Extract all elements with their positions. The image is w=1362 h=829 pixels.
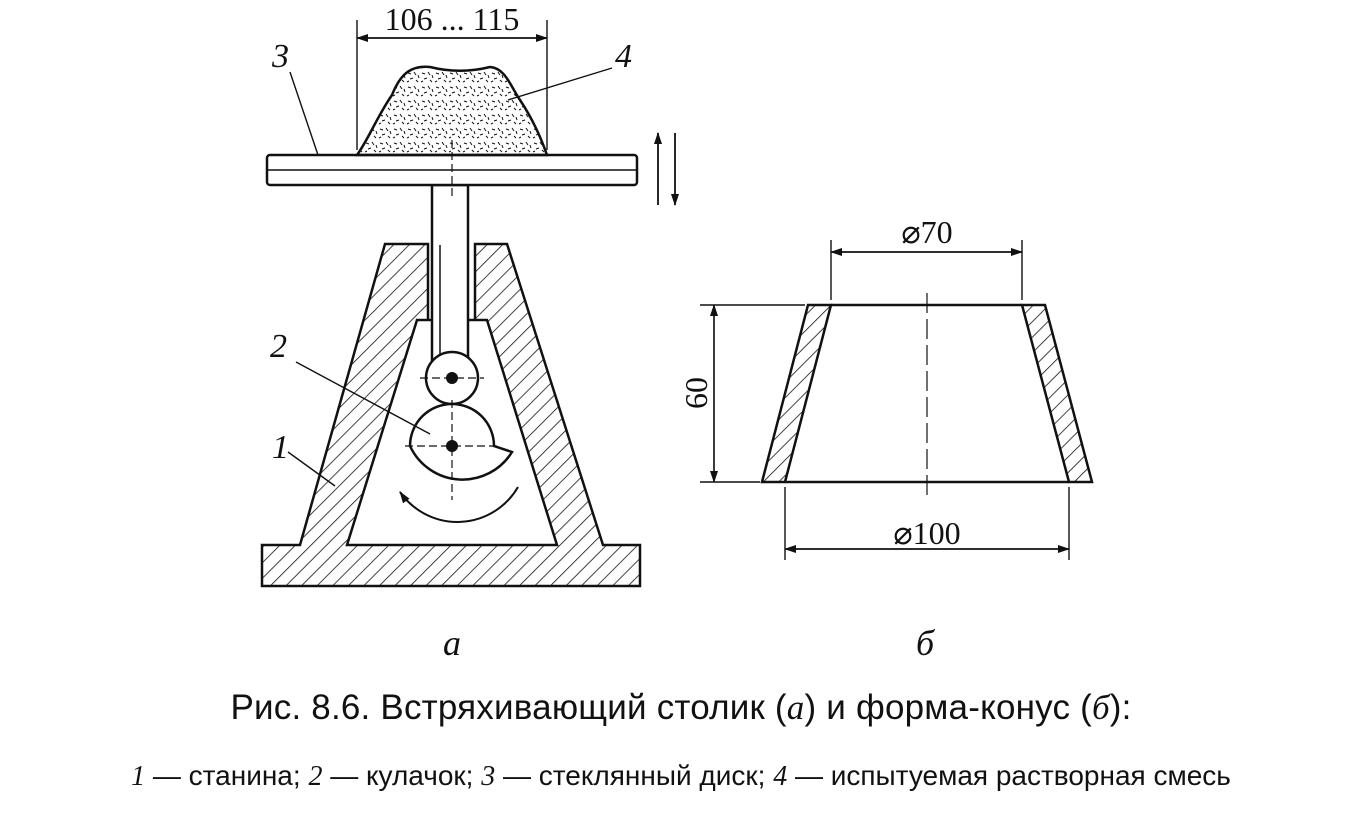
rod bbox=[430, 183, 470, 377]
caption-title-b: б bbox=[1091, 688, 1110, 727]
cone-wall-right bbox=[1020, 303, 1094, 484]
caption-title-suffix: ): bbox=[1109, 688, 1132, 727]
dimension-top-label: 106 ... 115 bbox=[385, 1, 520, 37]
label-part-1: 1 bbox=[272, 429, 289, 466]
caption-title-mid: ) и форма-конус ( bbox=[804, 688, 1092, 727]
frame-stand bbox=[260, 242, 642, 588]
caption-title-prefix: Рис. 8.6. Встряхивающий столик ( bbox=[230, 688, 787, 727]
label-part-2: 2 bbox=[270, 328, 287, 365]
dim-height: 60 bbox=[678, 377, 714, 409]
cone-wall-left bbox=[760, 303, 833, 484]
legend-text-1: — станина; bbox=[145, 760, 309, 791]
sublabel-b: б bbox=[916, 623, 936, 663]
caption-title-a: а bbox=[786, 688, 805, 727]
label-part-3: 3 bbox=[271, 38, 289, 75]
legend-num-2: 2 bbox=[308, 761, 323, 792]
dim-top-diameter: ⌀70 bbox=[901, 214, 952, 250]
figure-caption-legend: 1 — станина; 2 — кулачок; 3 — стеклянный… bbox=[0, 760, 1362, 793]
legend-num-1: 1 bbox=[131, 761, 146, 792]
figure-caption-title: Рис. 8.6. Встряхивающий столик (а) и фор… bbox=[0, 688, 1362, 728]
dim-bottom-diameter: ⌀100 bbox=[893, 515, 960, 551]
sublabel-a: а bbox=[443, 623, 461, 663]
rotation-arrow bbox=[399, 486, 519, 523]
legend-num-3: 3 bbox=[481, 761, 496, 792]
legend-text-2: — кулачок; bbox=[322, 760, 482, 791]
cone-mold-diagram: ⌀70 ⌀100 60 б bbox=[678, 214, 1094, 663]
label-part-4: 4 bbox=[615, 38, 632, 75]
legend-text-3: — стеклянный диск; bbox=[495, 760, 774, 791]
mortar-mound bbox=[354, 65, 549, 157]
cam bbox=[408, 402, 514, 481]
legend-num-4: 4 bbox=[773, 761, 788, 792]
legend-text-4: — испытуемая растворная смесь bbox=[787, 760, 1231, 791]
shaking-table-diagram: 106 ... 115 3 4 2 1 а bbox=[260, 1, 679, 663]
